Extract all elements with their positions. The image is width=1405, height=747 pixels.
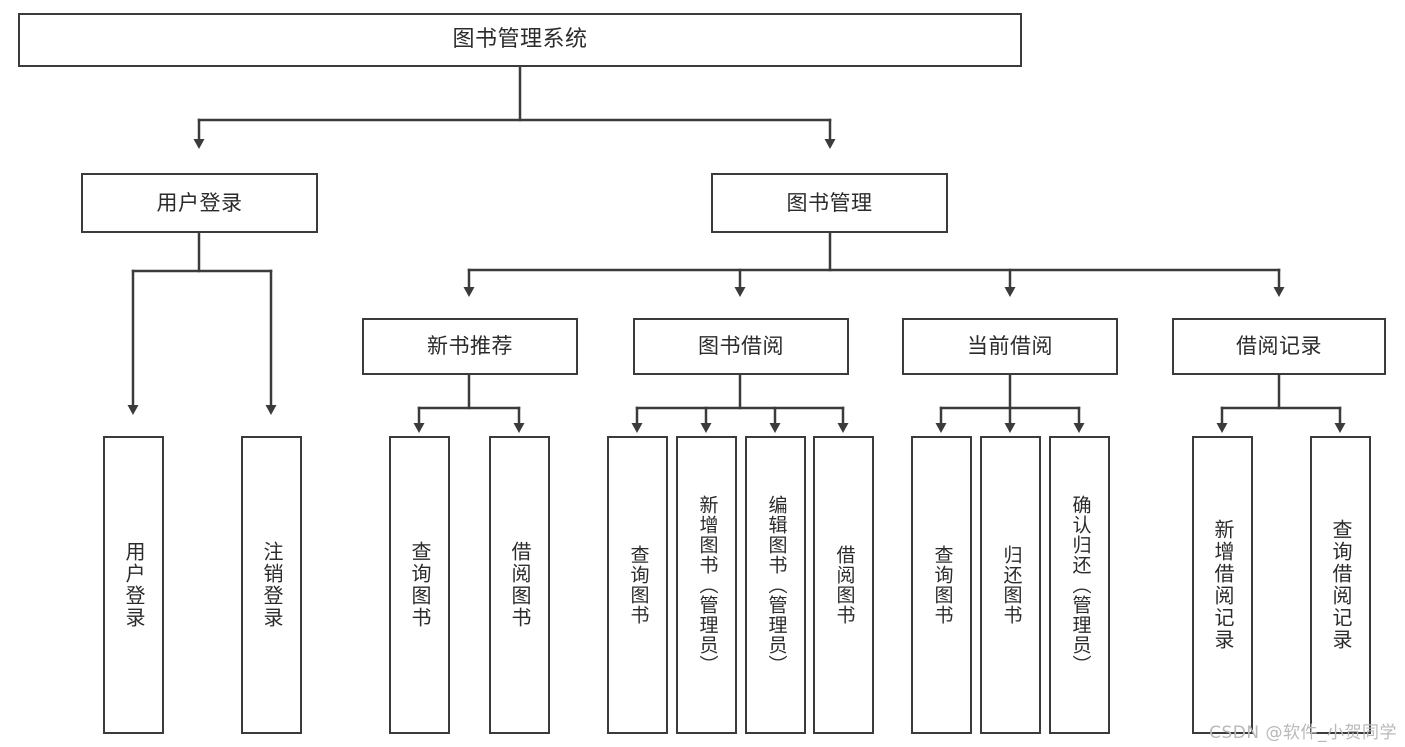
node-borrow-record[interactable]: 借阅记录 xyxy=(1172,318,1386,375)
leaf-query-book-recommend[interactable]: 查询图书 xyxy=(389,436,450,734)
node-label: 借阅记录 xyxy=(1236,334,1322,359)
leaf-borrow-book[interactable]: 借阅图书 xyxy=(813,436,874,734)
node-label: 查询借阅记录 xyxy=(1329,519,1353,651)
node-label: 归还图书 xyxy=(1000,545,1023,625)
node-label: 当前借阅 xyxy=(967,334,1053,359)
leaf-user-login[interactable]: 用户登录 xyxy=(103,436,164,734)
node-label: 图书管理系统 xyxy=(452,27,588,53)
leaf-add-book-admin[interactable]: 新增图书（管理员） xyxy=(676,436,737,734)
leaf-add-borrow-record[interactable]: 新增借阅记录 xyxy=(1192,436,1253,734)
node-label: 注销登录 xyxy=(260,541,284,629)
leaf-query-book-current[interactable]: 查询图书 xyxy=(911,436,972,734)
node-label: 借阅图书 xyxy=(508,541,532,629)
leaf-return-book[interactable]: 归还图书 xyxy=(980,436,1041,734)
node-book-management[interactable]: 图书管理 xyxy=(711,173,948,233)
node-label: 查询图书 xyxy=(931,545,954,625)
node-label: 图书借阅 xyxy=(698,334,784,359)
node-label: 查询图书 xyxy=(408,541,432,629)
node-new-book-recommend[interactable]: 新书推荐 xyxy=(362,318,578,375)
node-label: 新增借阅记录 xyxy=(1211,519,1235,651)
node-user-login[interactable]: 用户登录 xyxy=(81,173,318,233)
node-label: 编辑图书（管理员） xyxy=(765,495,788,675)
node-label: 查询图书 xyxy=(627,545,650,625)
leaf-query-borrow-record[interactable]: 查询借阅记录 xyxy=(1310,436,1371,734)
leaf-query-book-borrow[interactable]: 查询图书 xyxy=(607,436,668,734)
node-label: 借阅图书 xyxy=(833,545,856,625)
node-label: 新书推荐 xyxy=(427,334,513,359)
leaf-edit-book-admin[interactable]: 编辑图书（管理员） xyxy=(745,436,806,734)
node-label: 用户登录 xyxy=(122,541,146,629)
leaf-logout[interactable]: 注销登录 xyxy=(241,436,302,734)
node-label: 确认归还（管理员） xyxy=(1069,495,1092,675)
node-label: 图书管理 xyxy=(786,190,873,215)
node-label: 新增图书（管理员） xyxy=(696,495,719,675)
leaf-borrow-book-recommend[interactable]: 借阅图书 xyxy=(489,436,550,734)
node-label: 用户登录 xyxy=(156,190,243,215)
node-root-system[interactable]: 图书管理系统 xyxy=(18,13,1022,67)
node-book-borrow[interactable]: 图书借阅 xyxy=(633,318,849,375)
watermark-text: CSDN @软件_小贺同学 xyxy=(1209,723,1397,743)
leaf-confirm-return-admin[interactable]: 确认归还（管理员） xyxy=(1049,436,1110,734)
node-current-borrow[interactable]: 当前借阅 xyxy=(902,318,1118,375)
